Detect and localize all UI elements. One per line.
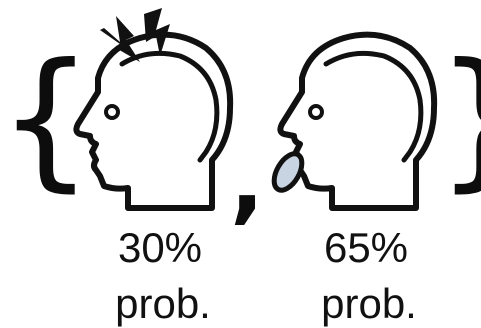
lightning-bolt-icon: [144, 8, 170, 56]
close-brace: }: [436, 32, 481, 206]
separator-comma: ,: [230, 129, 264, 234]
brain-outline: [326, 53, 421, 160]
head-silhouette: [280, 35, 434, 208]
brain-outline: [122, 53, 217, 160]
head-with-speech-bubble-icon: [268, 35, 434, 208]
speech-bubble-icon: [268, 149, 307, 195]
eye-icon: [106, 106, 118, 118]
eye-icon: [310, 106, 322, 118]
head-with-lightning-icon: [76, 8, 230, 208]
head-silhouette: [76, 35, 230, 208]
probability-label-2: 65%: [324, 224, 408, 271]
probability-unit-2: prob.: [321, 280, 417, 327]
probability-label-1: 30%: [118, 224, 202, 271]
probability-unit-1: prob.: [115, 280, 211, 327]
